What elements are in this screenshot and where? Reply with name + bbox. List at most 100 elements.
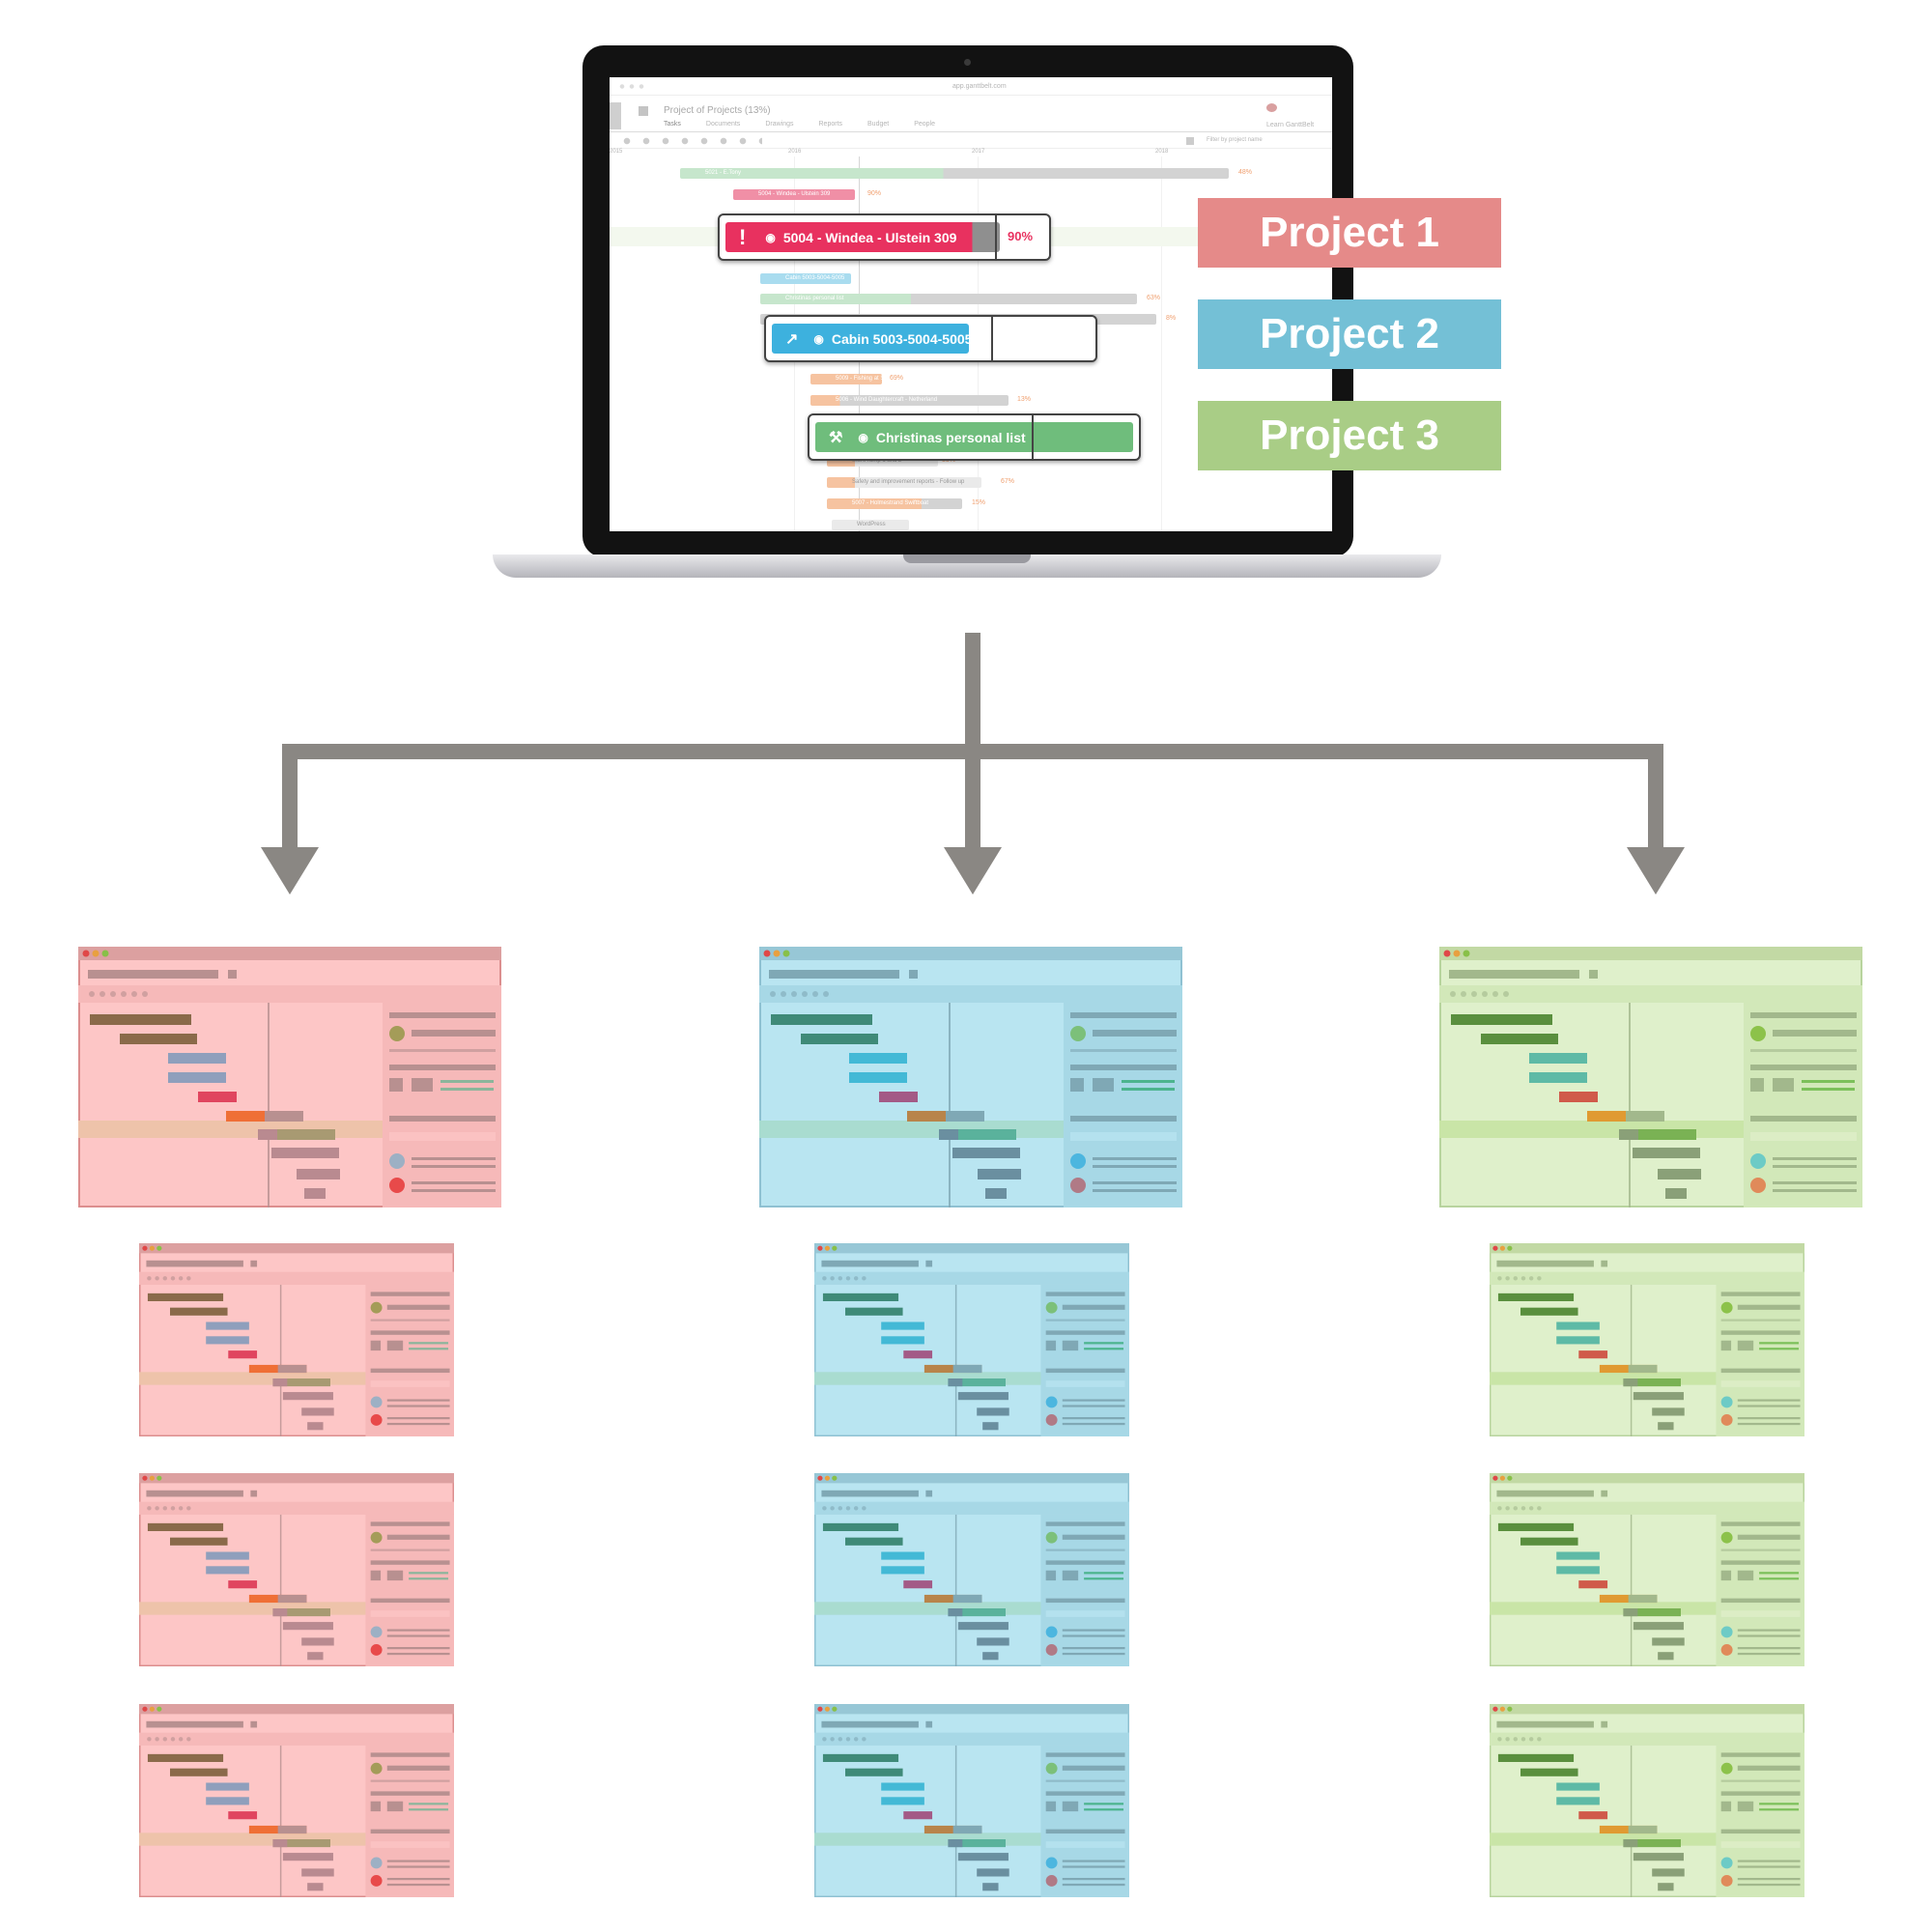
toolbar-icon (812, 991, 818, 997)
window-control-icon (156, 1245, 162, 1251)
status-dot (1720, 1626, 1733, 1638)
gantt-bar (1633, 1853, 1684, 1861)
tab-tasks[interactable]: Tasks (664, 121, 681, 128)
toolbar-icon (770, 991, 776, 997)
legend-project-3: Project 3 (1198, 401, 1501, 470)
today-line (1630, 1284, 1633, 1436)
gantt-bar (301, 1407, 334, 1416)
window-titlebar (1490, 1473, 1804, 1484)
window-icon (925, 1490, 933, 1497)
tab-people[interactable]: People (914, 121, 935, 128)
status-dot (1750, 1153, 1766, 1169)
window-icon (925, 1720, 933, 1728)
task-bar[interactable]: Safety and improvement reports - Follow … (827, 477, 981, 488)
panel-line (370, 1368, 450, 1374)
task-bar-cabin[interactable]: ↗ ◉ Cabin 5003-5004-5005 (772, 324, 972, 354)
toolbar-strip (78, 985, 501, 1003)
toolbar-icon (862, 1506, 867, 1511)
window-title (769, 970, 899, 979)
panel-line (1070, 1012, 1177, 1018)
status-dot (370, 1531, 383, 1544)
learn-link[interactable]: Learn GanttBelt (1266, 122, 1315, 128)
panel-line (409, 1803, 449, 1805)
toolbar-strip (814, 1271, 1129, 1285)
task-bar[interactable]: 5006 - Wind Daughtercraft - Netherland (810, 395, 1009, 406)
gantt-bar (903, 1580, 933, 1589)
tab-budget[interactable]: Budget (867, 121, 890, 128)
task-bar[interactable]: Christinas personal list (760, 294, 1137, 304)
task-callout-windea[interactable]: ! ◉ 5004 - Windea - Ulstein 309 90% (718, 213, 1051, 261)
grid-icon[interactable] (639, 106, 648, 116)
window-titlebar (814, 1704, 1129, 1715)
gantt-bar (206, 1551, 249, 1560)
window-control-icon (1507, 1706, 1513, 1712)
panel-line (1737, 1634, 1801, 1637)
gantt-bar (1628, 1825, 1658, 1834)
task-label: Cabin 5003-5004-5005 (831, 330, 973, 347)
url-bar[interactable]: app.ganttbelt.com (952, 83, 1007, 90)
toolbar-icon (838, 1276, 843, 1281)
task-bar[interactable]: 5021 - E.Tony (680, 168, 1229, 179)
toolbar-icon (99, 991, 105, 997)
window-titlebar (814, 1243, 1129, 1254)
panel-line (1737, 1422, 1801, 1426)
panel-line (1737, 1878, 1801, 1881)
toolbar-icons[interactable] (617, 137, 762, 145)
gantt-bar (977, 1407, 1009, 1416)
toolbar-icon (1537, 1276, 1542, 1281)
gantt-bar (1556, 1782, 1600, 1791)
gantt-bar (845, 1537, 903, 1546)
task-label: 5004 - Windea - Ulstein 309 (782, 229, 957, 245)
gantt-bar (948, 1839, 963, 1848)
task-bar[interactable]: 5009 - Fishing at Ski Carrier (810, 374, 908, 384)
toolbar-icon (822, 1737, 827, 1742)
language-flag-icon[interactable] (1266, 103, 1277, 112)
task-bar-windea[interactable]: ! ◉ 5004 - Windea - Ulstein 309 (725, 222, 1000, 252)
tab-drawings[interactable]: Drawings (765, 121, 794, 128)
panel-swatch (1062, 1570, 1079, 1581)
window-control-icon (773, 950, 781, 957)
today-line (949, 1003, 951, 1208)
panel-line (1122, 1080, 1175, 1083)
task-bar-christinas[interactable]: ⚒ ◉ Christinas personal list (815, 422, 1133, 452)
tab-reports[interactable]: Reports (818, 121, 843, 128)
gantt-bar (1481, 1034, 1558, 1044)
status-dot (389, 1026, 405, 1041)
sidebar-toggle[interactable] (610, 102, 621, 129)
task-bar[interactable]: Cabin 5003-5004-5005 (760, 273, 851, 284)
filter-icon[interactable] (1186, 137, 1194, 145)
filter-input[interactable]: Filter by project name (1207, 137, 1263, 143)
arrowhead-center (944, 847, 1002, 895)
gantt-bar (228, 1580, 258, 1589)
panel-line (1720, 1598, 1801, 1604)
panel-swatch (389, 1078, 403, 1092)
gantt-bar (849, 1053, 907, 1064)
window-control-icon (1492, 1475, 1498, 1481)
task-bar[interactable]: Store ramp 1 and 2 (827, 456, 938, 467)
tab-documents[interactable]: Documents (705, 121, 741, 128)
gantt-bar (845, 1768, 903, 1776)
window-control-icon (1507, 1475, 1513, 1481)
panel-line (1084, 1342, 1124, 1345)
today-line (954, 1745, 957, 1897)
task-callout-cabin[interactable]: ↗ ◉ Cabin 5003-5004-5005 (764, 315, 1097, 362)
panel-line (1062, 1634, 1125, 1637)
toolbar-icon (802, 991, 808, 997)
gantt-bar (1652, 1637, 1685, 1646)
panel-line (1045, 1791, 1125, 1796)
panel-line (1720, 1752, 1801, 1757)
toolbar-icon (830, 1737, 835, 1742)
task-bar[interactable]: 5004 - Windea - Ulstein 309 (733, 189, 855, 200)
window-control-icon (142, 1245, 148, 1251)
gantt-bar (1633, 1392, 1684, 1401)
panel-line (1737, 1417, 1801, 1420)
status-dot (370, 1396, 383, 1408)
task-pct: 48% (1238, 169, 1253, 176)
panel-line (409, 1342, 449, 1345)
highlight-band (759, 1121, 1064, 1138)
task-callout-christinas[interactable]: ⚒ ◉ Christinas personal list (808, 413, 1141, 461)
panel-line (1720, 1779, 1801, 1782)
task-bar[interactable]: WordPress (832, 520, 909, 530)
panel-line (1737, 1534, 1801, 1540)
task-bar[interactable]: 5007 - Holmestrand Swiftboat (827, 498, 962, 509)
